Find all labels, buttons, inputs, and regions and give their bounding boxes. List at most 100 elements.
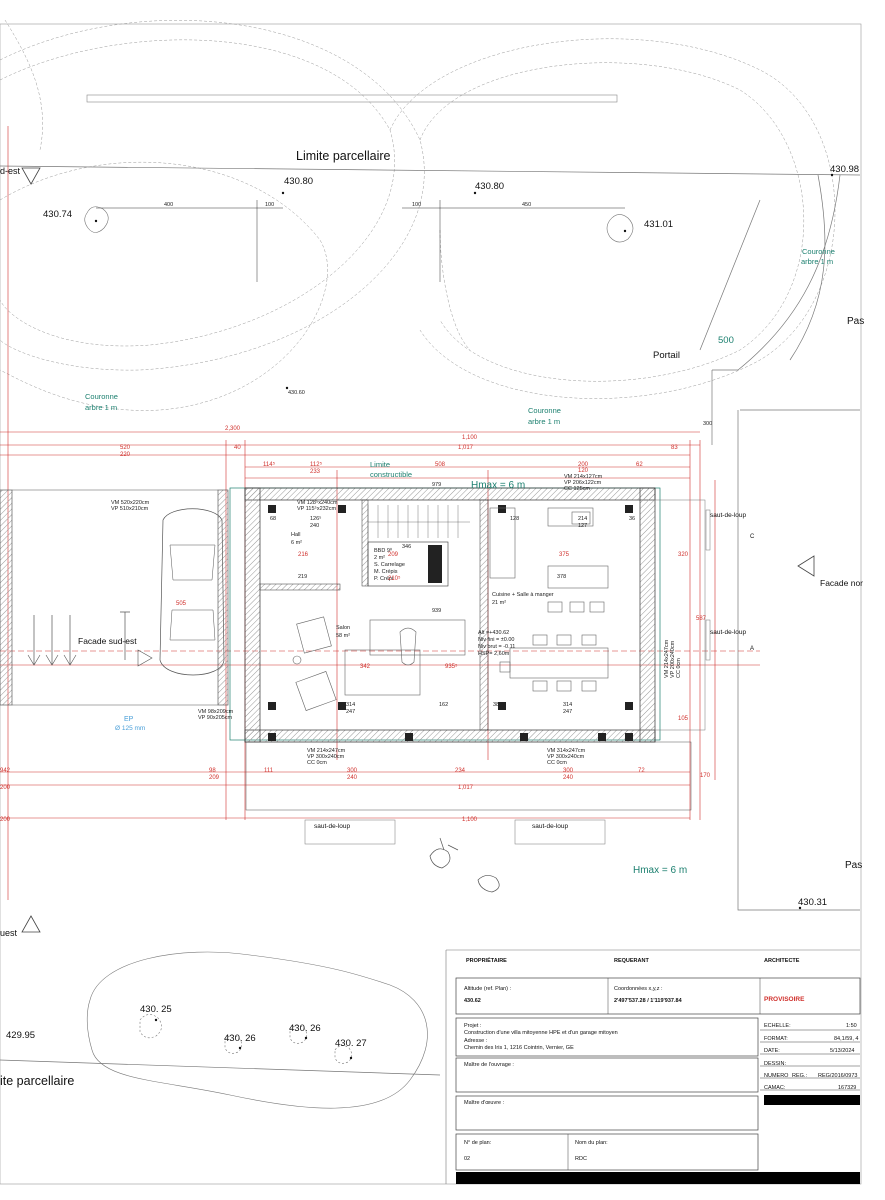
couronne-mid-2: arbre 1 m [528, 417, 560, 426]
tb-coord-label: Coordonnées x,y,z : [614, 986, 663, 992]
tb-echelle-label: ECHELLE: [764, 1023, 791, 1029]
red-dimensions: 2,300 1,100 520 220 40 1,017 83 114⁵ 112… [0, 426, 711, 823]
saut-de-loup-4: saut-de-loup [532, 823, 569, 830]
window-note: VM 520x220cm [111, 500, 150, 506]
window-note: VM 214x247cm [664, 639, 670, 678]
window-notes: VM 520x220cm VP 510x210cm VM 128⁵x240cm … [111, 474, 682, 766]
limite-constructible-2: constructible [370, 470, 412, 479]
garage [0, 489, 229, 706]
dim-label: 520 [120, 445, 131, 451]
people-figures [429, 837, 500, 893]
dim-label: 68 [270, 516, 276, 522]
dim-label: 98 [209, 768, 216, 774]
dim-label: 219 [298, 574, 307, 580]
salon-label-1: Salon [336, 625, 350, 631]
dim-label: 375 [559, 552, 570, 558]
dim-label: 505 [176, 601, 187, 607]
tb-adresse-label: Adresse : [464, 1038, 488, 1044]
furniture [292, 507, 609, 711]
dim-label: 233 [310, 469, 321, 475]
dim-label: 939 [432, 608, 441, 614]
dim-label: 1,017 [458, 445, 474, 451]
couronne-right-2: arbre 1 m [801, 257, 833, 266]
dim-label: 200 [0, 785, 11, 791]
tb-echelle-value: 1:50 [846, 1023, 857, 1029]
couronne-left-2: arbre 1 m [85, 403, 117, 412]
dim-label: 128 [510, 516, 519, 522]
dim-label: 450 [522, 202, 531, 208]
dim-label: 247 [563, 709, 572, 715]
hmax-bottom-label: Hmax = 6 m [633, 865, 687, 876]
parcel-lines [0, 165, 861, 1076]
dim-label: 100 [265, 202, 274, 208]
elevation-label: 430.31 [798, 897, 827, 908]
tb-dessin-label: DESSIN: [764, 1061, 786, 1067]
dim-label: 300 [563, 768, 574, 774]
tb-maitre-ouvrage: Maître de l'ouvrage : [464, 1062, 514, 1068]
elevation-label: 430.80 [284, 176, 313, 187]
shaft-note-3: S. Carrelage [374, 562, 405, 568]
tb-projet-label: Projet : [464, 1023, 482, 1029]
dim-label: 127 [578, 523, 587, 529]
dim-label: 126⁵ [310, 515, 321, 522]
elevation-label: 430. 26 [224, 1033, 256, 1044]
tb-coord-value: 2'497'537.28 / 1'119'937.84 [614, 998, 683, 1004]
dim-label: 314 [346, 702, 355, 708]
window-note: VP 90x205cm [198, 715, 233, 721]
window-note: CC 0cm [676, 658, 682, 678]
light-wells [304, 499, 711, 845]
dim-label: 240 [347, 775, 358, 781]
altitude-note-2: Niv fini = ±0.00 [478, 637, 515, 643]
tb-maitre-oeuvre: Maître d'œuvre : [464, 1100, 505, 1106]
tb-nomplan-label: Nom du plan: [575, 1140, 608, 1146]
red-dimension-chains [0, 431, 760, 820]
dim-label: 209 [388, 552, 399, 558]
altitude-note-1: Alt =+430.62 [478, 630, 509, 636]
window-note: VP 206x122cm [564, 480, 602, 486]
dim-label: 1,017 [458, 785, 474, 791]
tree-canopies [84, 206, 634, 1109]
dim-label: 220 [120, 452, 131, 458]
dim-label: 979 [432, 482, 441, 488]
green-500-label: 500 [718, 335, 734, 346]
title-block: PROPRIÉTAIRE REQUERANT ARCHITECTE Altitu… [445, 949, 861, 1184]
window-note: VP 115⁵x232cm [297, 505, 336, 512]
dim-label: 320 [678, 552, 689, 558]
elevation-label: 430. 25 [140, 1004, 172, 1015]
dim-label: 247 [346, 709, 355, 715]
dim-label: 1,100 [462, 435, 478, 441]
cuisine-label-2: 21 m² [492, 600, 506, 606]
dim-label: 240 [563, 775, 574, 781]
dim-label: 36 [629, 516, 635, 522]
salon-label-2: 58 m² [336, 633, 350, 639]
window-note: VP 510x210cm [111, 506, 149, 512]
dim-label: 210⁵ [388, 575, 401, 582]
dim-label: 162 [439, 702, 448, 708]
tb-provisoire: PROVISOIRE [764, 996, 805, 1003]
tb-date-value: 5/13/2024 [830, 1048, 854, 1054]
dim-label: 65 [270, 702, 276, 708]
tb-format-value: 84,1/59, 4 [834, 1036, 858, 1042]
shaft-note-5: P. Crépi [374, 576, 393, 582]
tb-black-bar-top [764, 1095, 860, 1105]
tb-format-label: FORMAT: [764, 1036, 788, 1042]
dim-label: 2,300 [225, 426, 241, 432]
tb-architecte: ARCHITECTE [764, 958, 800, 964]
ep-label-1: EP [124, 716, 134, 723]
facade-inner-label: Facade sud-est [78, 636, 137, 646]
sheet-border [0, 23, 862, 1185]
couronne-right-1: Couronne [802, 247, 835, 256]
dim-label: 38 [493, 702, 499, 708]
dim-label: 83 [671, 445, 678, 451]
dim-label: 314 [563, 702, 572, 708]
facade-right-label: Facade nor [820, 578, 863, 588]
hall-label-2: 6 m² [291, 540, 302, 546]
altitude-note-3: Niv brut = -0.11 [478, 644, 515, 650]
elevation-label: 430. 27 [335, 1038, 367, 1049]
dim-label: 200 [0, 817, 11, 823]
elevation-label: 430.98 [830, 164, 859, 175]
black-dimensions: 400 100 100 450 300 128 214 127 36 346 3… [164, 202, 712, 708]
dim-label: 508 [435, 462, 446, 468]
hedge-strip [86, 94, 618, 103]
dim-label: 300 [347, 768, 358, 774]
